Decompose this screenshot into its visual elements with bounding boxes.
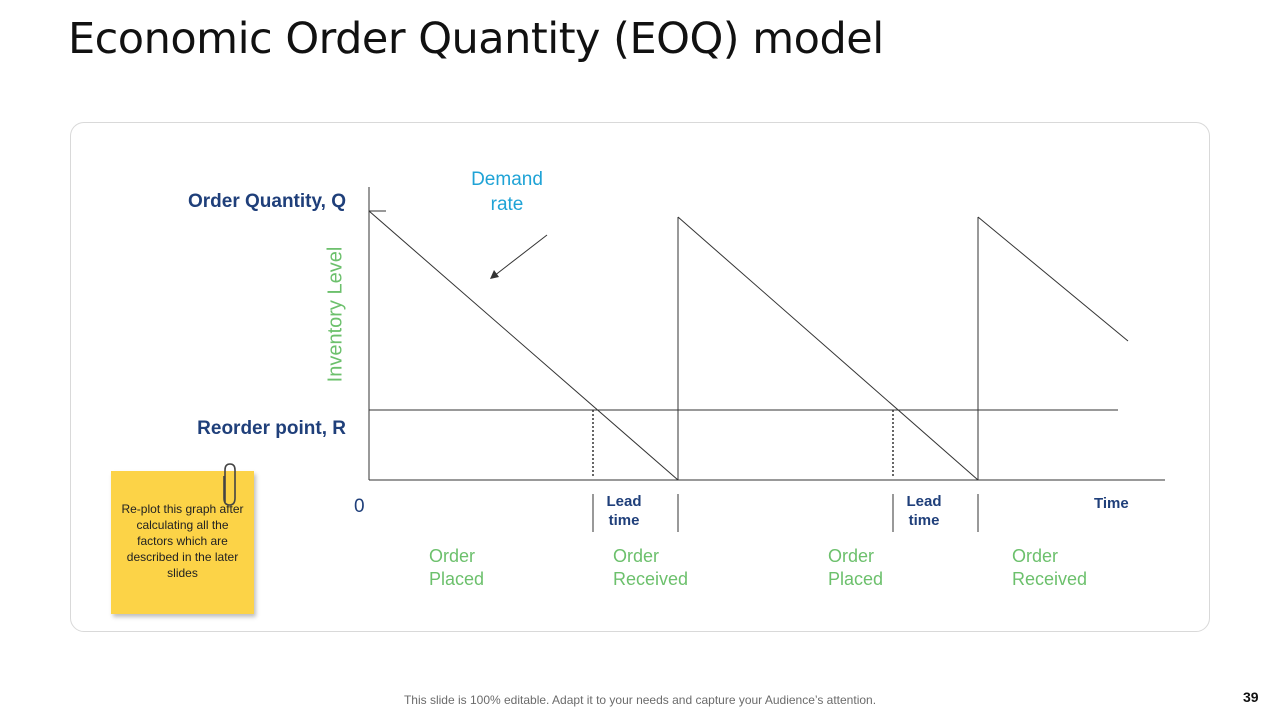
- event-label-order-placed-2: Order Placed: [828, 545, 883, 591]
- time-axis-label: Time: [1094, 495, 1129, 512]
- lead-time-1-line2: time: [608, 512, 640, 529]
- lead-time-2-line1: Lead: [906, 493, 942, 510]
- event-label-order-received-1: Order Received: [613, 545, 688, 591]
- event-2-line2: Received: [613, 569, 689, 589]
- sticky-note-text: Re-plot this graph after calculating all…: [121, 502, 244, 580]
- inventory-level-axis-label: Inventory Level: [324, 246, 347, 383]
- event-4-line1: Order: [1012, 546, 1059, 566]
- event-label-order-received-2: Order Received: [1012, 545, 1087, 591]
- demand-rate-label: Demand rate: [466, 167, 548, 217]
- demand-rate-line1: Demand: [471, 169, 543, 190]
- depletion-line-2: [677, 216, 979, 481]
- paperclip-icon: [223, 463, 236, 506]
- event-label-order-placed-1: Order Placed: [429, 545, 484, 591]
- event-4-line2: Received: [1012, 569, 1088, 589]
- event-1-line2: Placed: [429, 569, 485, 589]
- diagram-card: [70, 122, 1210, 632]
- depletion-line-3: [977, 216, 1129, 342]
- event-1-line1: Order: [429, 546, 476, 566]
- footer-text: This slide is 100% editable. Adapt it to…: [403, 693, 877, 707]
- demand-arrow: [493, 234, 548, 277]
- depletion-line-1: [368, 210, 679, 481]
- page-number: 39: [1243, 689, 1259, 705]
- lead-time-2-line2: time: [908, 512, 940, 529]
- demand-rate-line2: rate: [490, 194, 524, 215]
- lead-time-label-2: Lead time: [894, 492, 954, 530]
- slide-title: Economic Order Quantity (EOQ) model: [68, 14, 884, 64]
- lead-time-label-1: Lead time: [594, 492, 654, 530]
- event-3-line1: Order: [828, 546, 875, 566]
- demand-arrowhead: [490, 270, 499, 279]
- sticky-note: Re-plot this graph after calculating all…: [111, 471, 254, 614]
- order-quantity-label: Order Quantity, Q: [187, 191, 346, 212]
- reorder-point-label: Reorder point, R: [197, 418, 346, 439]
- lead-time-1-line1: Lead: [606, 493, 642, 510]
- event-2-line1: Order: [613, 546, 660, 566]
- origin-label: 0: [354, 496, 365, 517]
- event-3-line2: Placed: [828, 569, 884, 589]
